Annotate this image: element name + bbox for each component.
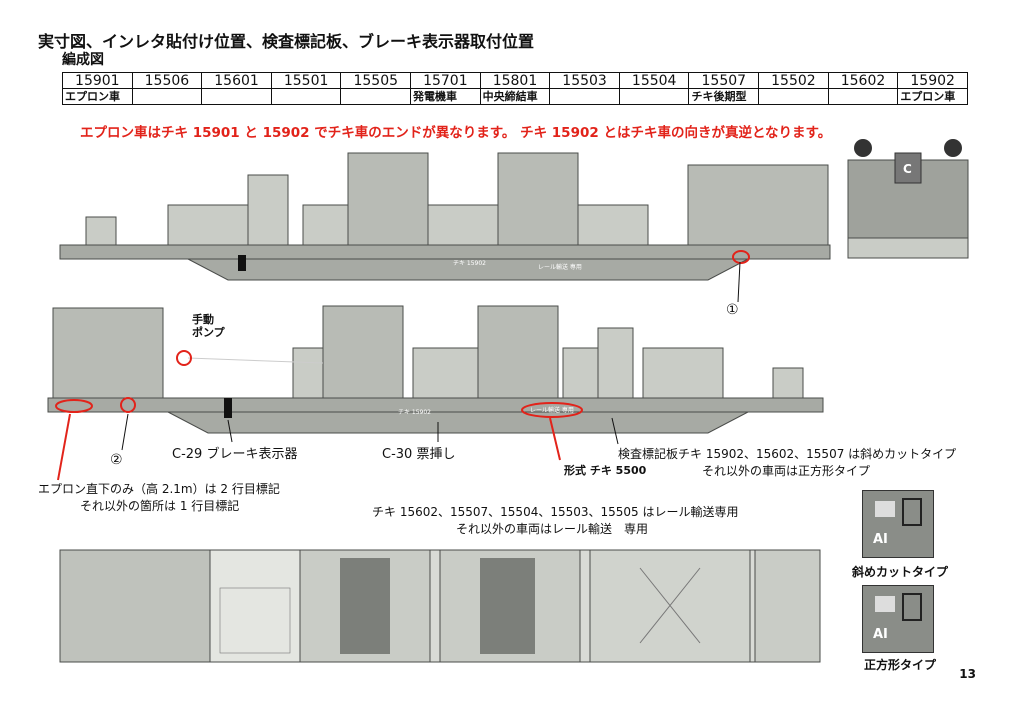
underframe-bottom bbox=[167, 411, 749, 434]
car-side-view-bottom: チキ 15902 レール輸送 専用 bbox=[47, 305, 824, 434]
car-number: 15801 bbox=[479, 72, 551, 89]
car-role bbox=[270, 88, 342, 105]
callout-2: ② bbox=[110, 452, 123, 468]
car-role bbox=[758, 88, 829, 105]
car-number: 15503 bbox=[549, 72, 620, 89]
car-role bbox=[549, 88, 620, 105]
hand-pump-label-2: ポンプ bbox=[192, 326, 225, 339]
page-number: 13 bbox=[959, 667, 976, 681]
car-plan-view bbox=[59, 549, 821, 663]
car-number: 15602 bbox=[827, 72, 899, 89]
car-number: 15701 bbox=[410, 72, 481, 89]
callout-1: ① bbox=[726, 302, 739, 318]
car-number: 15901 bbox=[62, 72, 133, 89]
car-role: 発電機車 bbox=[410, 88, 481, 105]
brake-indicator-label: C-29 ブレーキ表示器 bbox=[172, 447, 298, 462]
formation-role-row: エプロン車 発電機車 中央締結車 チキ後期型 エプロン車 bbox=[62, 88, 968, 105]
car-number: 15902 bbox=[897, 72, 968, 89]
annotation-lines bbox=[57, 413, 619, 481]
diagonal-plate-label: 斜めカットタイプ bbox=[852, 565, 949, 579]
rail-note-line1: チキ 15602、15507、15504、15503、15505 はレール輸送専… bbox=[372, 505, 739, 519]
apron-marking-circle bbox=[55, 399, 93, 413]
rail-marking-circle bbox=[521, 402, 583, 418]
model-label: 形式 チキ 5500 bbox=[564, 464, 647, 477]
callout-2-circle bbox=[120, 397, 136, 413]
car-role bbox=[201, 88, 272, 105]
inspection-note-line1: 検査標記板チキ 15902、15602、15507 は斜めカットタイプ bbox=[618, 447, 957, 461]
underframe-top bbox=[187, 258, 749, 281]
car-number: 15505 bbox=[340, 72, 412, 89]
apron-note-line2: それ以外の箇所は 1 行目標記 bbox=[80, 499, 240, 513]
brake-indicator-mark-bottom bbox=[224, 398, 232, 418]
car-number: 15506 bbox=[131, 72, 203, 89]
car-side-view-top: チキ 15902 レール輸送 専用 bbox=[59, 152, 831, 281]
apron-note-line1: エプロン直下のみ（高 2.1m）は 2 行目標記 bbox=[38, 482, 280, 496]
car-number: 15507 bbox=[688, 72, 760, 89]
bottom-number-marking: チキ 15902 bbox=[398, 409, 431, 416]
car-number: 15502 bbox=[758, 72, 829, 89]
hand-pump-circle bbox=[176, 350, 192, 366]
car-role: チキ後期型 bbox=[688, 88, 760, 105]
square-plate-text: AI bbox=[873, 627, 888, 642]
car-end-view: C bbox=[843, 138, 973, 268]
formation-heading: 編成図 bbox=[62, 52, 104, 68]
page-title: 実寸図、インレタ貼付け位置、検査標記板、ブレーキ表示器取付位置 bbox=[38, 32, 535, 51]
car-role bbox=[827, 88, 899, 105]
apron-direction-note: エプロン車はチキ 15901 と 15902 でチキ車のエンドが異なります。 チ… bbox=[80, 125, 832, 141]
car-number: 15504 bbox=[618, 72, 690, 89]
ticket-holder-label: C-30 票挿し bbox=[382, 447, 456, 462]
diagonal-plate-text: AI bbox=[873, 532, 888, 547]
bottom-rail-marking: レール輸送 専用 bbox=[530, 406, 574, 414]
car-role: 中央締結車 bbox=[479, 88, 551, 105]
formation-table: 15901 15506 15601 15501 15505 15701 1580… bbox=[62, 72, 968, 105]
car-role: エプロン車 bbox=[62, 88, 133, 105]
car-number: 15601 bbox=[201, 72, 272, 89]
square-plate-label: 正方形タイプ bbox=[864, 658, 937, 672]
deck-top bbox=[59, 244, 831, 260]
formation-number-row: 15901 15506 15601 15501 15505 15701 1580… bbox=[62, 72, 968, 89]
inspection-note-line2: それ以外の車両は正方形タイプ bbox=[702, 464, 871, 478]
hand-pump-label-1: 手動 bbox=[192, 313, 214, 326]
car-role bbox=[131, 88, 203, 105]
diagonal-plate-graphic: AI bbox=[863, 491, 933, 557]
square-plate-graphic: AI bbox=[873, 593, 922, 642]
top-rail-marking: レール輸送 専用 bbox=[538, 263, 582, 271]
callout-1-circle bbox=[732, 250, 750, 264]
top-number-marking: チキ 15902 bbox=[453, 260, 486, 267]
car-role bbox=[618, 88, 690, 105]
car-role: エプロン車 bbox=[897, 88, 968, 105]
square-plate: AI bbox=[862, 585, 934, 653]
brake-indicator-mark bbox=[238, 255, 246, 271]
car-number: 15501 bbox=[270, 72, 342, 89]
car-role bbox=[340, 88, 412, 105]
end-letter: C bbox=[903, 162, 912, 176]
rail-note-line2: それ以外の車両はレール輸送 専用 bbox=[456, 522, 649, 536]
diagonal-cut-plate: AI bbox=[862, 490, 934, 558]
callout-1-line bbox=[737, 262, 741, 303]
